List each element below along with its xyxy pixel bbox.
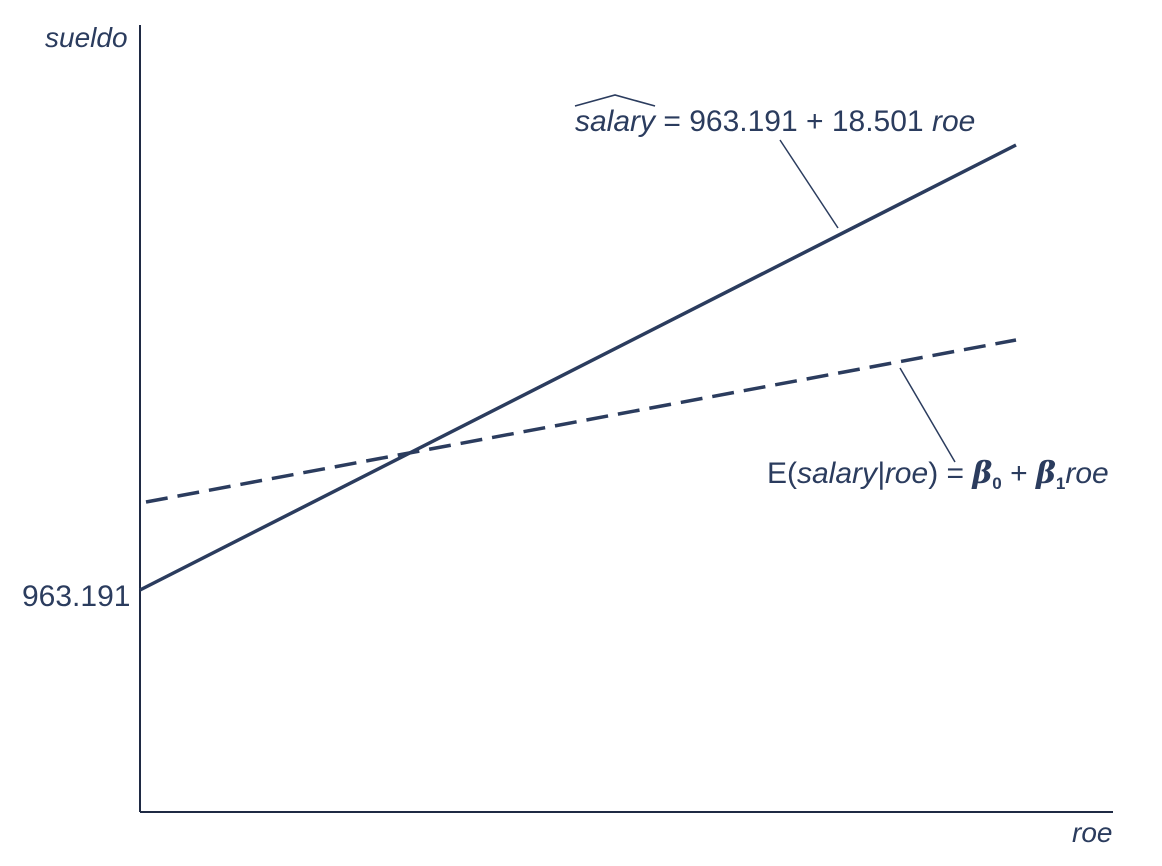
fitted-regression-line xyxy=(139,143,1017,592)
population-regression-line xyxy=(145,338,1017,504)
fitted-equation-leader xyxy=(779,139,839,229)
hatted-variable: salary xyxy=(575,105,655,139)
fitted-equation-rhs: = 963.191 + 18.501 xyxy=(655,105,932,138)
beta1-symbol: β xyxy=(1035,456,1056,491)
beta1-subscript: 1 xyxy=(1055,474,1066,493)
fitted-equation-label: salary = 963.191 + 18.501 roe xyxy=(575,105,975,139)
expectation-close: ) = xyxy=(928,457,973,490)
y-axis-label: sueldo xyxy=(45,22,128,53)
hat-accent-icon xyxy=(575,93,655,107)
plus-sign: + xyxy=(1001,457,1036,490)
population-regressor: roe xyxy=(1065,457,1109,490)
intercept-tick-label: 963.191 xyxy=(22,580,131,613)
beta0-symbol: β xyxy=(972,456,993,491)
beta0-subscript: 0 xyxy=(992,474,1002,493)
x-axis-label: roe xyxy=(1072,817,1113,848)
fitted-regressor: roe xyxy=(931,105,976,138)
fitted-dependent-var: salary xyxy=(575,105,656,138)
expectation-open: E( xyxy=(767,457,797,490)
population-equation-leader xyxy=(899,367,956,463)
conditional-expression: salary|roe xyxy=(797,457,929,490)
population-equation-label: E(salary|roe) = β0 + β1roe xyxy=(767,456,1109,494)
